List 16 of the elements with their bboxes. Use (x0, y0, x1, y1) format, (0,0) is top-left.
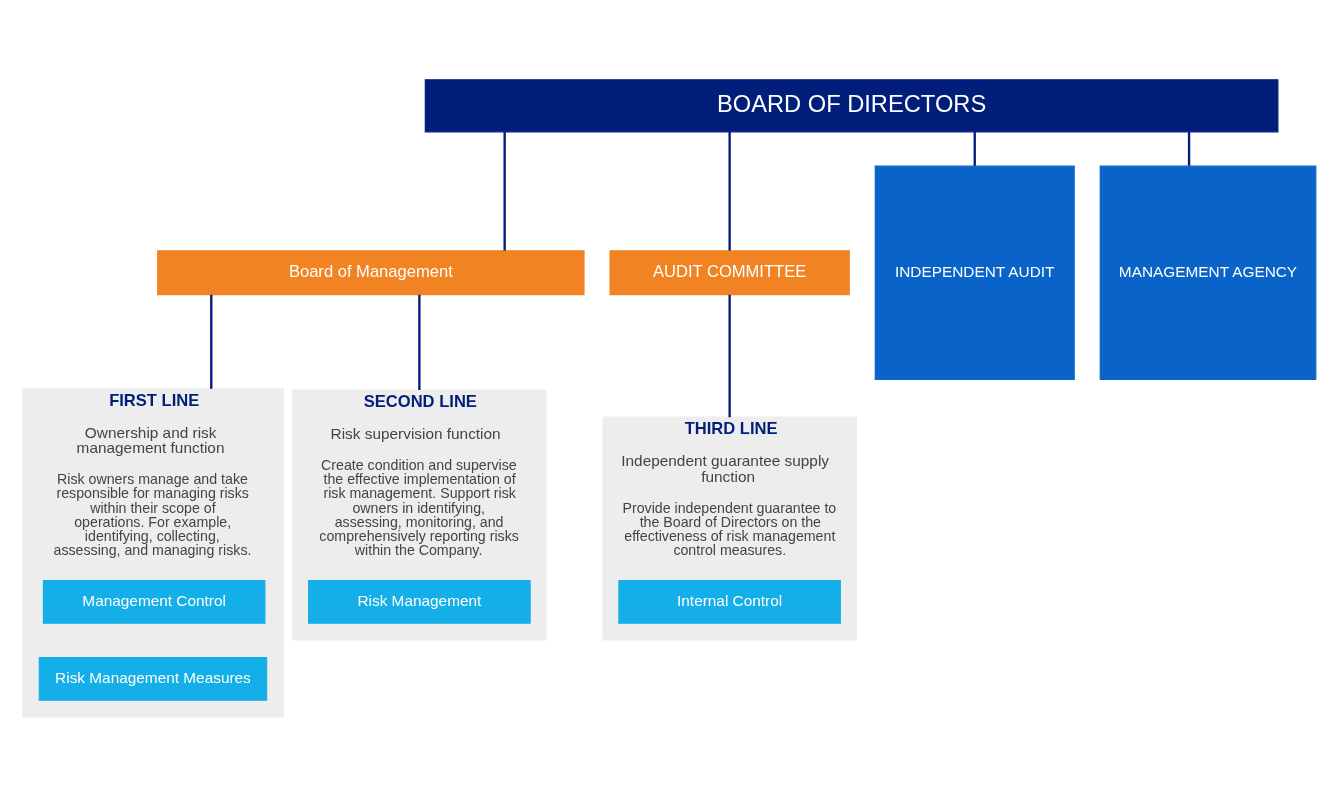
node-box: Risk Management (308, 580, 531, 624)
node-box: Internal Control (618, 580, 841, 624)
node-box: Board of Management (157, 250, 585, 296)
node-box: MANAGEMENT AGENCY (1099, 165, 1317, 380)
node-box: INDEPENDENT AUDIT (874, 165, 1075, 380)
node-box: Risk Management Measures (38, 657, 268, 701)
connector (210, 294, 213, 389)
connector (728, 131, 731, 251)
connector (728, 294, 731, 418)
node-box: AUDIT COMMITTEE (609, 250, 850, 296)
connector (973, 131, 976, 166)
node-box: Management Control (42, 580, 266, 624)
connector (1187, 131, 1191, 166)
connector (418, 294, 421, 390)
node-box: BOARD OF DIRECTORS (424, 79, 1279, 133)
connector (503, 131, 506, 251)
